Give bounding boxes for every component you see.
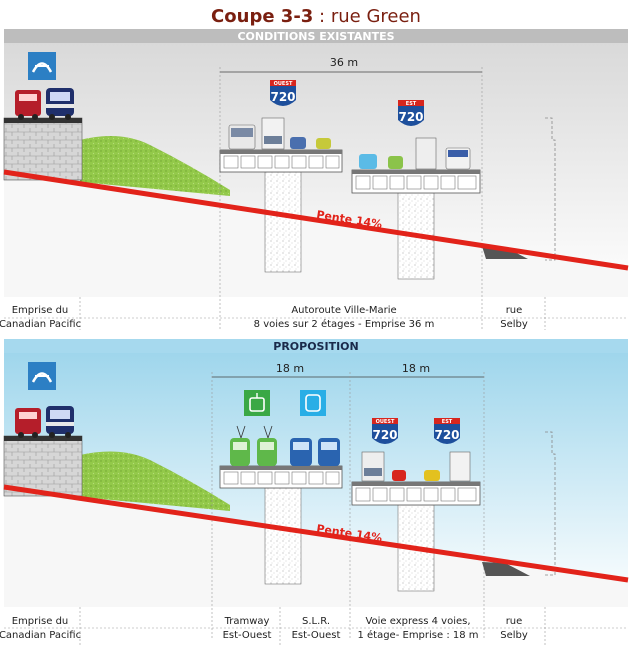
existing-shield-est: EST 720 [398,100,424,126]
existing-caption-rue-2: Selby [500,319,528,330]
existing-shield-ouest: OUEST 720 [270,80,296,106]
proposal-caption-express-2: 1 étage- Emprise : 18 m [357,629,478,641]
existing-dimension: 36 m [219,56,483,330]
proposal-caption-express-1: Voie express 4 voies, [365,616,470,627]
proposal-tram-vehicles [230,425,277,466]
proposal-freight-train [15,408,41,438]
proposal-slr-pictogram [300,390,326,416]
proposal-slope-line [3,484,629,583]
proposal-caption-tram-2: Est-Ouest [223,630,272,641]
proposal-selby-building [545,431,556,576]
svg-text:OUEST: OUEST [274,81,293,87]
proposal-caption-slr-1: S.L.R. [302,616,330,627]
existing-selby-building [545,117,556,261]
proposal-lower-vehicles [361,451,471,482]
proposal-shield-est: EST 720 [434,418,460,444]
existing-upper-vehicles [228,117,331,150]
svg-text:EST: EST [442,419,453,425]
existing-cp-ballast [4,118,82,123]
svg-text:720: 720 [270,90,295,104]
proposal-upper-pier [264,487,302,585]
svg-text:720: 720 [372,428,397,442]
existing-train-pictogram [28,52,56,80]
proposal-slr-vehicles [290,438,340,466]
existing-lower-vehicles [359,137,471,170]
proposal-train-pictogram [28,362,56,390]
proposal-cp-ballast [4,436,82,441]
proposal-tram-pictogram [244,390,270,416]
proposal-band [4,339,628,353]
existing-caption-rue-1: rue [506,305,523,316]
proposal-section: PROPOSITION 18 m [0,339,629,645]
proposal-dimension-right: 18 m [402,362,430,375]
proposal-passenger-train [46,406,74,438]
proposal-caption-rue-1: rue [506,616,523,627]
existing-slope-line [3,169,629,271]
proposal-caption-cp-1: Emprise du [12,616,69,627]
proposal-dimensions: 18 m 18 m [211,362,485,640]
existing-caption-cp-2: Canadian Pacific [0,319,81,330]
page-title: Coupe 3-3 : rue Green [211,6,421,27]
existing-ground [4,172,628,297]
proposal-grass [80,451,230,511]
existing-caption-autoroute-2: 8 voies sur 2 étages - Emprise 36 m [254,318,435,330]
existing-caption-autoroute-1: Autoroute Ville-Marie [291,305,396,316]
proposal-caption-slr-2: Est-Ouest [292,630,341,641]
existing-passenger-train [46,88,74,120]
existing-grass [80,136,230,196]
proposal-selby-street [482,562,530,576]
existing-caption-cp-1: Emprise du [12,305,69,316]
existing-upper-deck [219,149,343,173]
proposal-dimension-left: 18 m [276,362,304,375]
proposal-shield-ouest: OUEST 720 [372,418,398,444]
svg-text:EST: EST [406,101,417,107]
proposal-caption-rue-2: Selby [500,630,528,641]
proposal-caption-cp-2: Canadian Pacific [0,630,81,641]
existing-cp-wall [3,117,83,181]
svg-text:720: 720 [398,110,423,124]
svg-text:720: 720 [434,428,459,442]
existing-lower-deck [351,169,481,194]
svg-text:OUEST: OUEST [376,419,395,425]
existing-upper-pier [264,171,302,273]
proposal-caption-tram-1: Tramway [224,616,270,627]
proposal-band-label: PROPOSITION [273,340,358,353]
proposal-ground [4,487,628,607]
existing-band [4,29,628,43]
proposal-upper-deck [219,465,343,489]
existing-section: CONDITIONS EXISTANTES [0,29,629,330]
proposal-lower-deck [351,481,481,506]
existing-band-label: CONDITIONS EXISTANTES [237,30,394,43]
existing-dimension-label: 36 m [330,56,358,69]
existing-freight-train [15,90,41,120]
